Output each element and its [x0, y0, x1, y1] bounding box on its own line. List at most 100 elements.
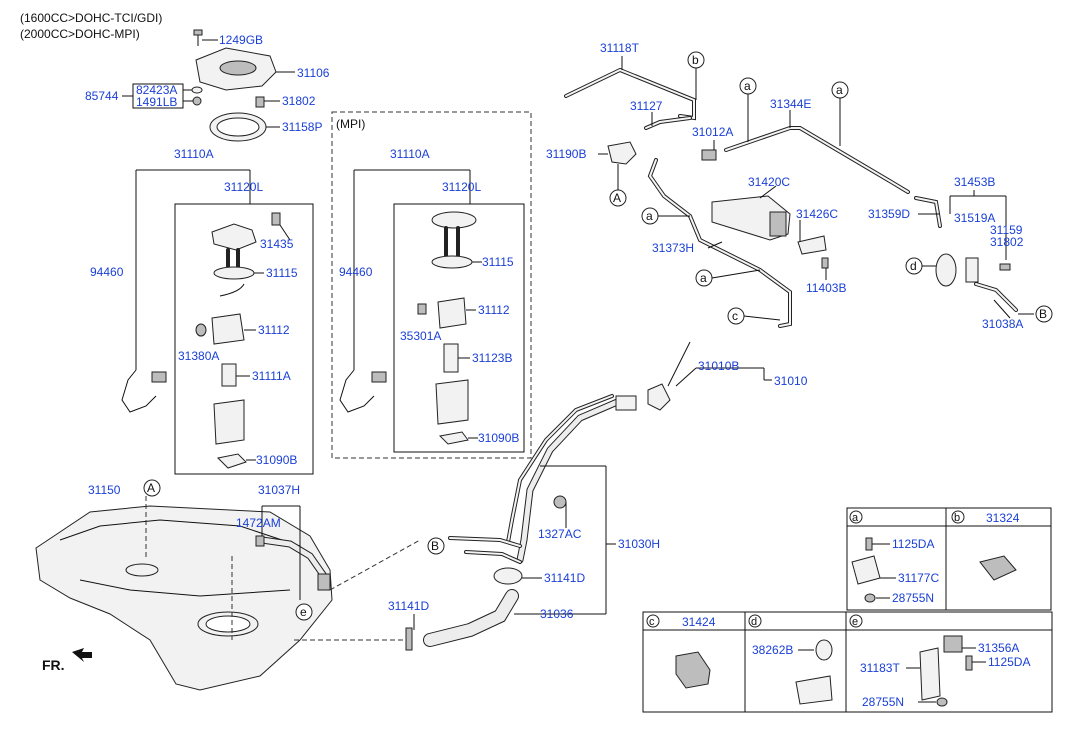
svg-text:c: c — [649, 616, 655, 628]
part-label: 31359D — [868, 207, 910, 221]
insulator-part — [675, 651, 711, 689]
legend-b-part: 31324 — [986, 511, 1020, 525]
legend-key-a: a — [849, 510, 863, 524]
pump-ring-part — [213, 266, 255, 280]
sensor-part — [271, 212, 281, 226]
cover-plate-hole — [219, 60, 257, 76]
svg-text:a: a — [700, 271, 707, 285]
legend-e-part: 31356A — [978, 641, 1019, 655]
bolt-part — [553, 495, 567, 509]
clip-part — [943, 635, 963, 653]
grommet-part — [192, 96, 202, 106]
canister-filter — [769, 211, 787, 237]
part-label: 82423A — [136, 83, 177, 97]
part-label: 31190B — [546, 147, 586, 161]
part-label: 31118T — [600, 41, 640, 55]
part-label: 31110A — [174, 147, 214, 161]
mpi-ring-part — [431, 255, 473, 269]
legend-e-part: 31183T — [860, 661, 900, 675]
part-label: 31120L — [442, 180, 481, 194]
part-label: 31090B — [478, 431, 519, 445]
gasket-ring-inner — [216, 117, 260, 137]
pump-motor-part — [221, 363, 237, 387]
mpi-pad-part — [438, 431, 469, 445]
svg-text:a: a — [646, 209, 653, 223]
clamp-part — [405, 627, 413, 651]
part-label: 31435 — [260, 237, 294, 251]
hose-clamp-part — [493, 567, 523, 585]
mpi-strainer-part — [435, 379, 469, 425]
part-label: 31106 — [297, 66, 330, 80]
part-label: 31802 — [990, 235, 1024, 249]
svg-text:b: b — [954, 512, 960, 524]
legend-d-part: 38262B — [752, 643, 793, 657]
callout-d: d — [905, 257, 923, 275]
part-label: 31420C — [748, 175, 790, 189]
callout-B: B — [1035, 305, 1053, 323]
front-arrow-icon — [72, 648, 92, 662]
part-label: 1491LB — [136, 95, 177, 109]
pad-part — [216, 453, 247, 469]
screw-part — [193, 29, 203, 46]
bolt-part — [965, 655, 973, 671]
fuel-tank-part — [35, 505, 333, 691]
callout-a: a — [739, 77, 757, 95]
mpi-flange-part — [431, 211, 477, 229]
nut-part — [864, 593, 876, 603]
part-label: 31115 — [482, 255, 514, 269]
part-label: 31111A — [252, 369, 291, 383]
legend-a-part: 28755N — [892, 591, 934, 605]
connector-part — [701, 149, 717, 161]
svg-text:a: a — [744, 79, 751, 93]
mpi-sender-part — [371, 371, 387, 383]
legend-e-part: 28755N — [862, 695, 904, 709]
sender-part — [151, 371, 167, 383]
pump-flange-part — [211, 223, 257, 251]
svg-text:e: e — [852, 616, 858, 628]
part-label: 31141D — [388, 599, 429, 613]
bracket-part — [795, 675, 833, 705]
part-label: 31453B — [954, 175, 995, 189]
svg-text:d: d — [751, 616, 757, 628]
part-label: 31115 — [266, 266, 298, 280]
cushion-part — [815, 639, 833, 661]
part-label: 31344E — [770, 97, 811, 111]
clip-part — [255, 535, 265, 547]
part-label: 31150 — [88, 483, 121, 497]
part-label: 31090B — [256, 453, 297, 467]
bracket-part — [965, 257, 979, 283]
part-label: 31141D — [544, 571, 585, 585]
part-label: 31127 — [630, 99, 663, 113]
mpi-clip-part — [417, 303, 427, 315]
part-label: 31110A — [390, 147, 430, 161]
callout-A: A — [143, 479, 161, 497]
bolt-part — [999, 263, 1011, 271]
svg-text:A: A — [147, 481, 155, 495]
engine-note-2: (2000CC>DOHC-MPI) — [20, 27, 140, 41]
strainer-part — [213, 399, 245, 445]
part-label: 31038A — [982, 317, 1023, 331]
legend-c-part: 31424 — [682, 615, 716, 629]
callout-B: B — [427, 537, 445, 555]
callout-a: a — [641, 207, 659, 225]
legend-box-cde — [642, 611, 1053, 713]
svg-text:e: e — [300, 605, 307, 619]
tank-port — [125, 563, 159, 577]
part-label: 31012A — [692, 125, 733, 139]
part-label: 31123B — [472, 351, 512, 365]
part-label: 11403B — [806, 281, 846, 295]
callout-b: b — [687, 51, 705, 69]
fuel-pump-part — [211, 313, 245, 345]
clip-part — [191, 86, 203, 94]
filter-cup-part — [935, 253, 957, 287]
part-label: 31030H — [618, 537, 660, 551]
mpi-sender-wire — [339, 369, 375, 413]
legend-key-c: c — [646, 614, 660, 628]
mpi-regulator-part — [443, 343, 459, 373]
bolt-part — [255, 96, 265, 108]
svg-text:A: A — [613, 191, 621, 205]
front-direction-label: FR. — [42, 657, 65, 673]
part-label: 31112 — [478, 303, 510, 317]
mpi-section-label: (MPI) — [336, 117, 365, 131]
mpi-pump-part — [437, 297, 467, 329]
